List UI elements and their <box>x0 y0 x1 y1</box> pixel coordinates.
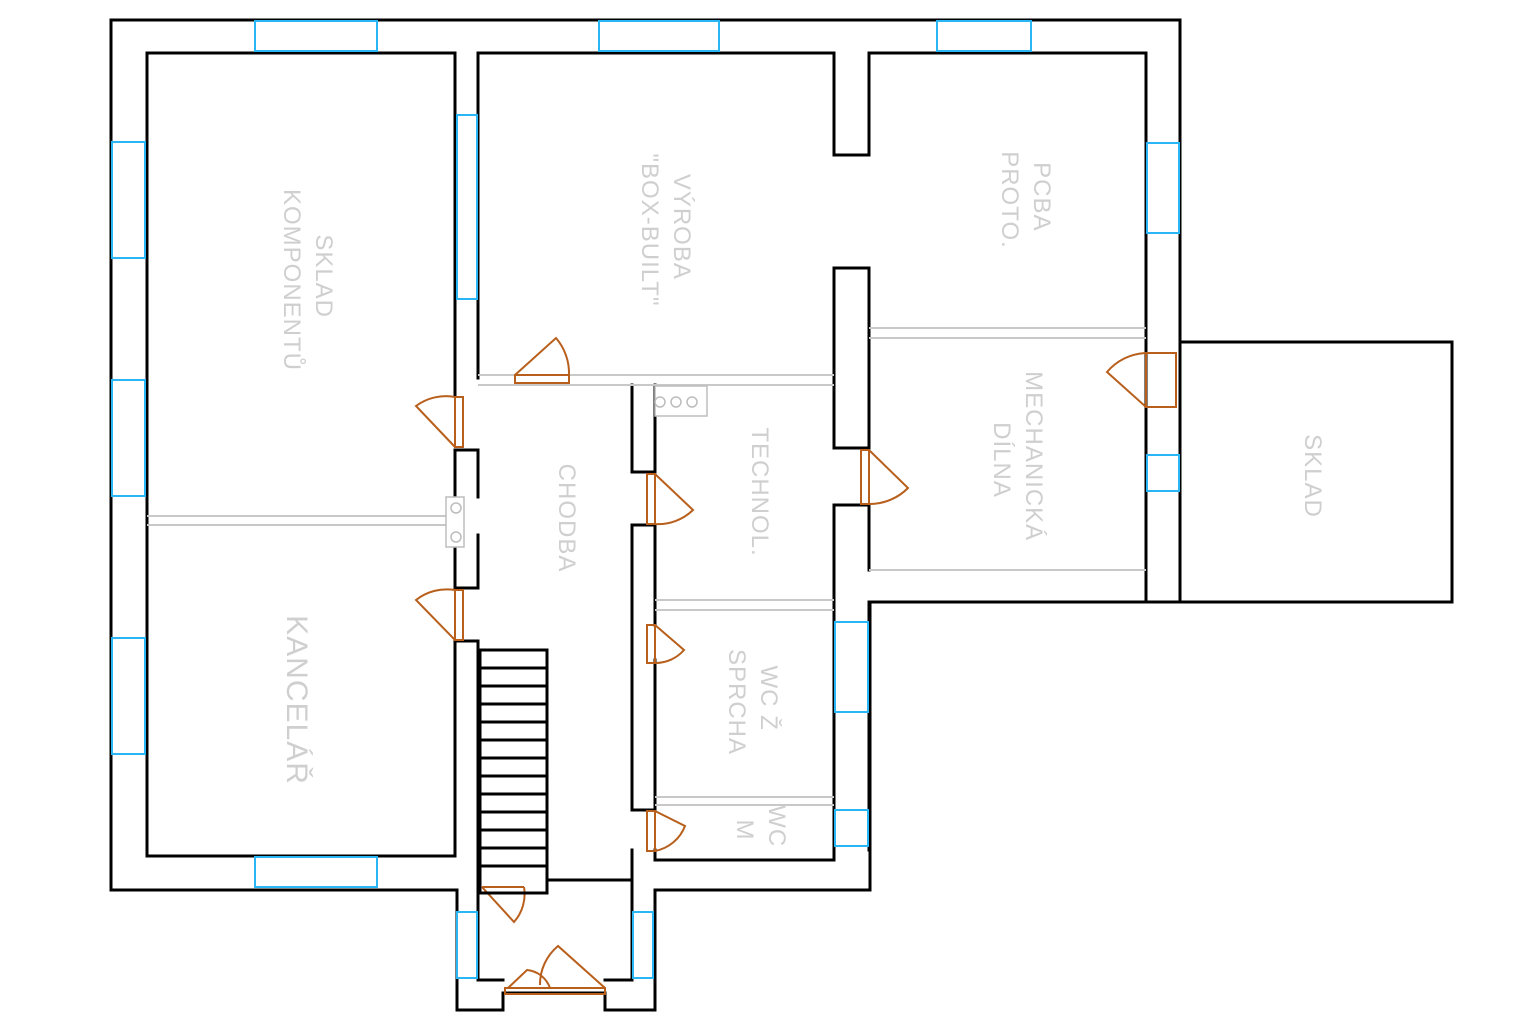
window <box>834 809 869 847</box>
room-label-wc-z: WC Ž SPRCHA <box>723 649 782 755</box>
window <box>111 379 146 497</box>
window <box>456 114 478 300</box>
door <box>860 449 910 506</box>
room-label-sklad: SKLAD <box>1299 434 1326 518</box>
room-label-wc-m: WC M <box>731 805 790 855</box>
window <box>1146 142 1180 234</box>
window <box>936 20 1032 52</box>
fixtures <box>445 385 708 548</box>
door <box>514 336 571 384</box>
room-label-chodba: CHODBA <box>553 464 580 573</box>
window <box>632 911 654 979</box>
room-label-technol: TECHNOL. <box>746 427 773 556</box>
door <box>414 395 464 448</box>
staircase <box>478 648 549 895</box>
window <box>111 637 146 755</box>
partitions <box>147 327 1146 806</box>
door <box>504 944 606 995</box>
window <box>834 621 869 713</box>
door <box>646 473 695 526</box>
windows <box>111 20 1180 979</box>
window <box>598 20 720 52</box>
window <box>456 911 478 979</box>
window <box>1146 454 1180 492</box>
room-labels: SKLAD KOMPONENTŮ KANCELÁŘ VÝROBA "BOX-BU… <box>278 151 1326 855</box>
window <box>254 20 378 52</box>
door <box>1105 352 1177 408</box>
room-label-pcba: PCBA PROTO. <box>996 151 1055 249</box>
door <box>414 588 464 641</box>
room-label-vyroba: VÝROBA "BOX-BUILT" <box>636 154 695 307</box>
door <box>646 624 686 665</box>
room-label-mechanicka-dilna: MECHANICKÁ DÍLNA <box>988 371 1047 549</box>
window <box>254 856 378 888</box>
door <box>646 810 687 852</box>
doors <box>414 336 1177 995</box>
door <box>481 886 526 924</box>
room-label-kancelar: KANCELÁŘ <box>280 615 313 785</box>
room-label-sklad-komponentu: SKLAD KOMPONENTŮ <box>278 189 337 371</box>
window <box>111 141 146 259</box>
